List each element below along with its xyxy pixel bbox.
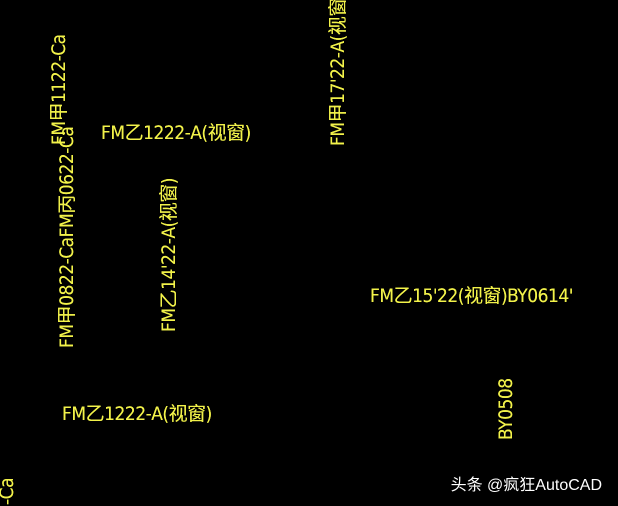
door-label-fm-15-22: FM乙15'22(视窗)BY0614' [370,285,573,307]
window-label-by0508: BY0508 [495,378,517,440]
source-watermark: 头条 @疯狂AutoCAD [450,477,602,494]
door-label-fm-14-22: FM乙14'22-A(视窗) [158,178,180,332]
door-label-fm-1222-top: FM乙1222-A(视窗) [101,122,251,144]
door-label-fm-0822-0622: FM甲0822-CaFM丙0622-Ca [56,126,78,348]
door-label-fm-1222-bottom: FM乙1222-A(视窗) [62,403,212,425]
door-label-fm-17-22: FM甲17'22-A(视窗) [327,0,349,146]
door-label-ca-edge: -Ca [0,477,18,505]
